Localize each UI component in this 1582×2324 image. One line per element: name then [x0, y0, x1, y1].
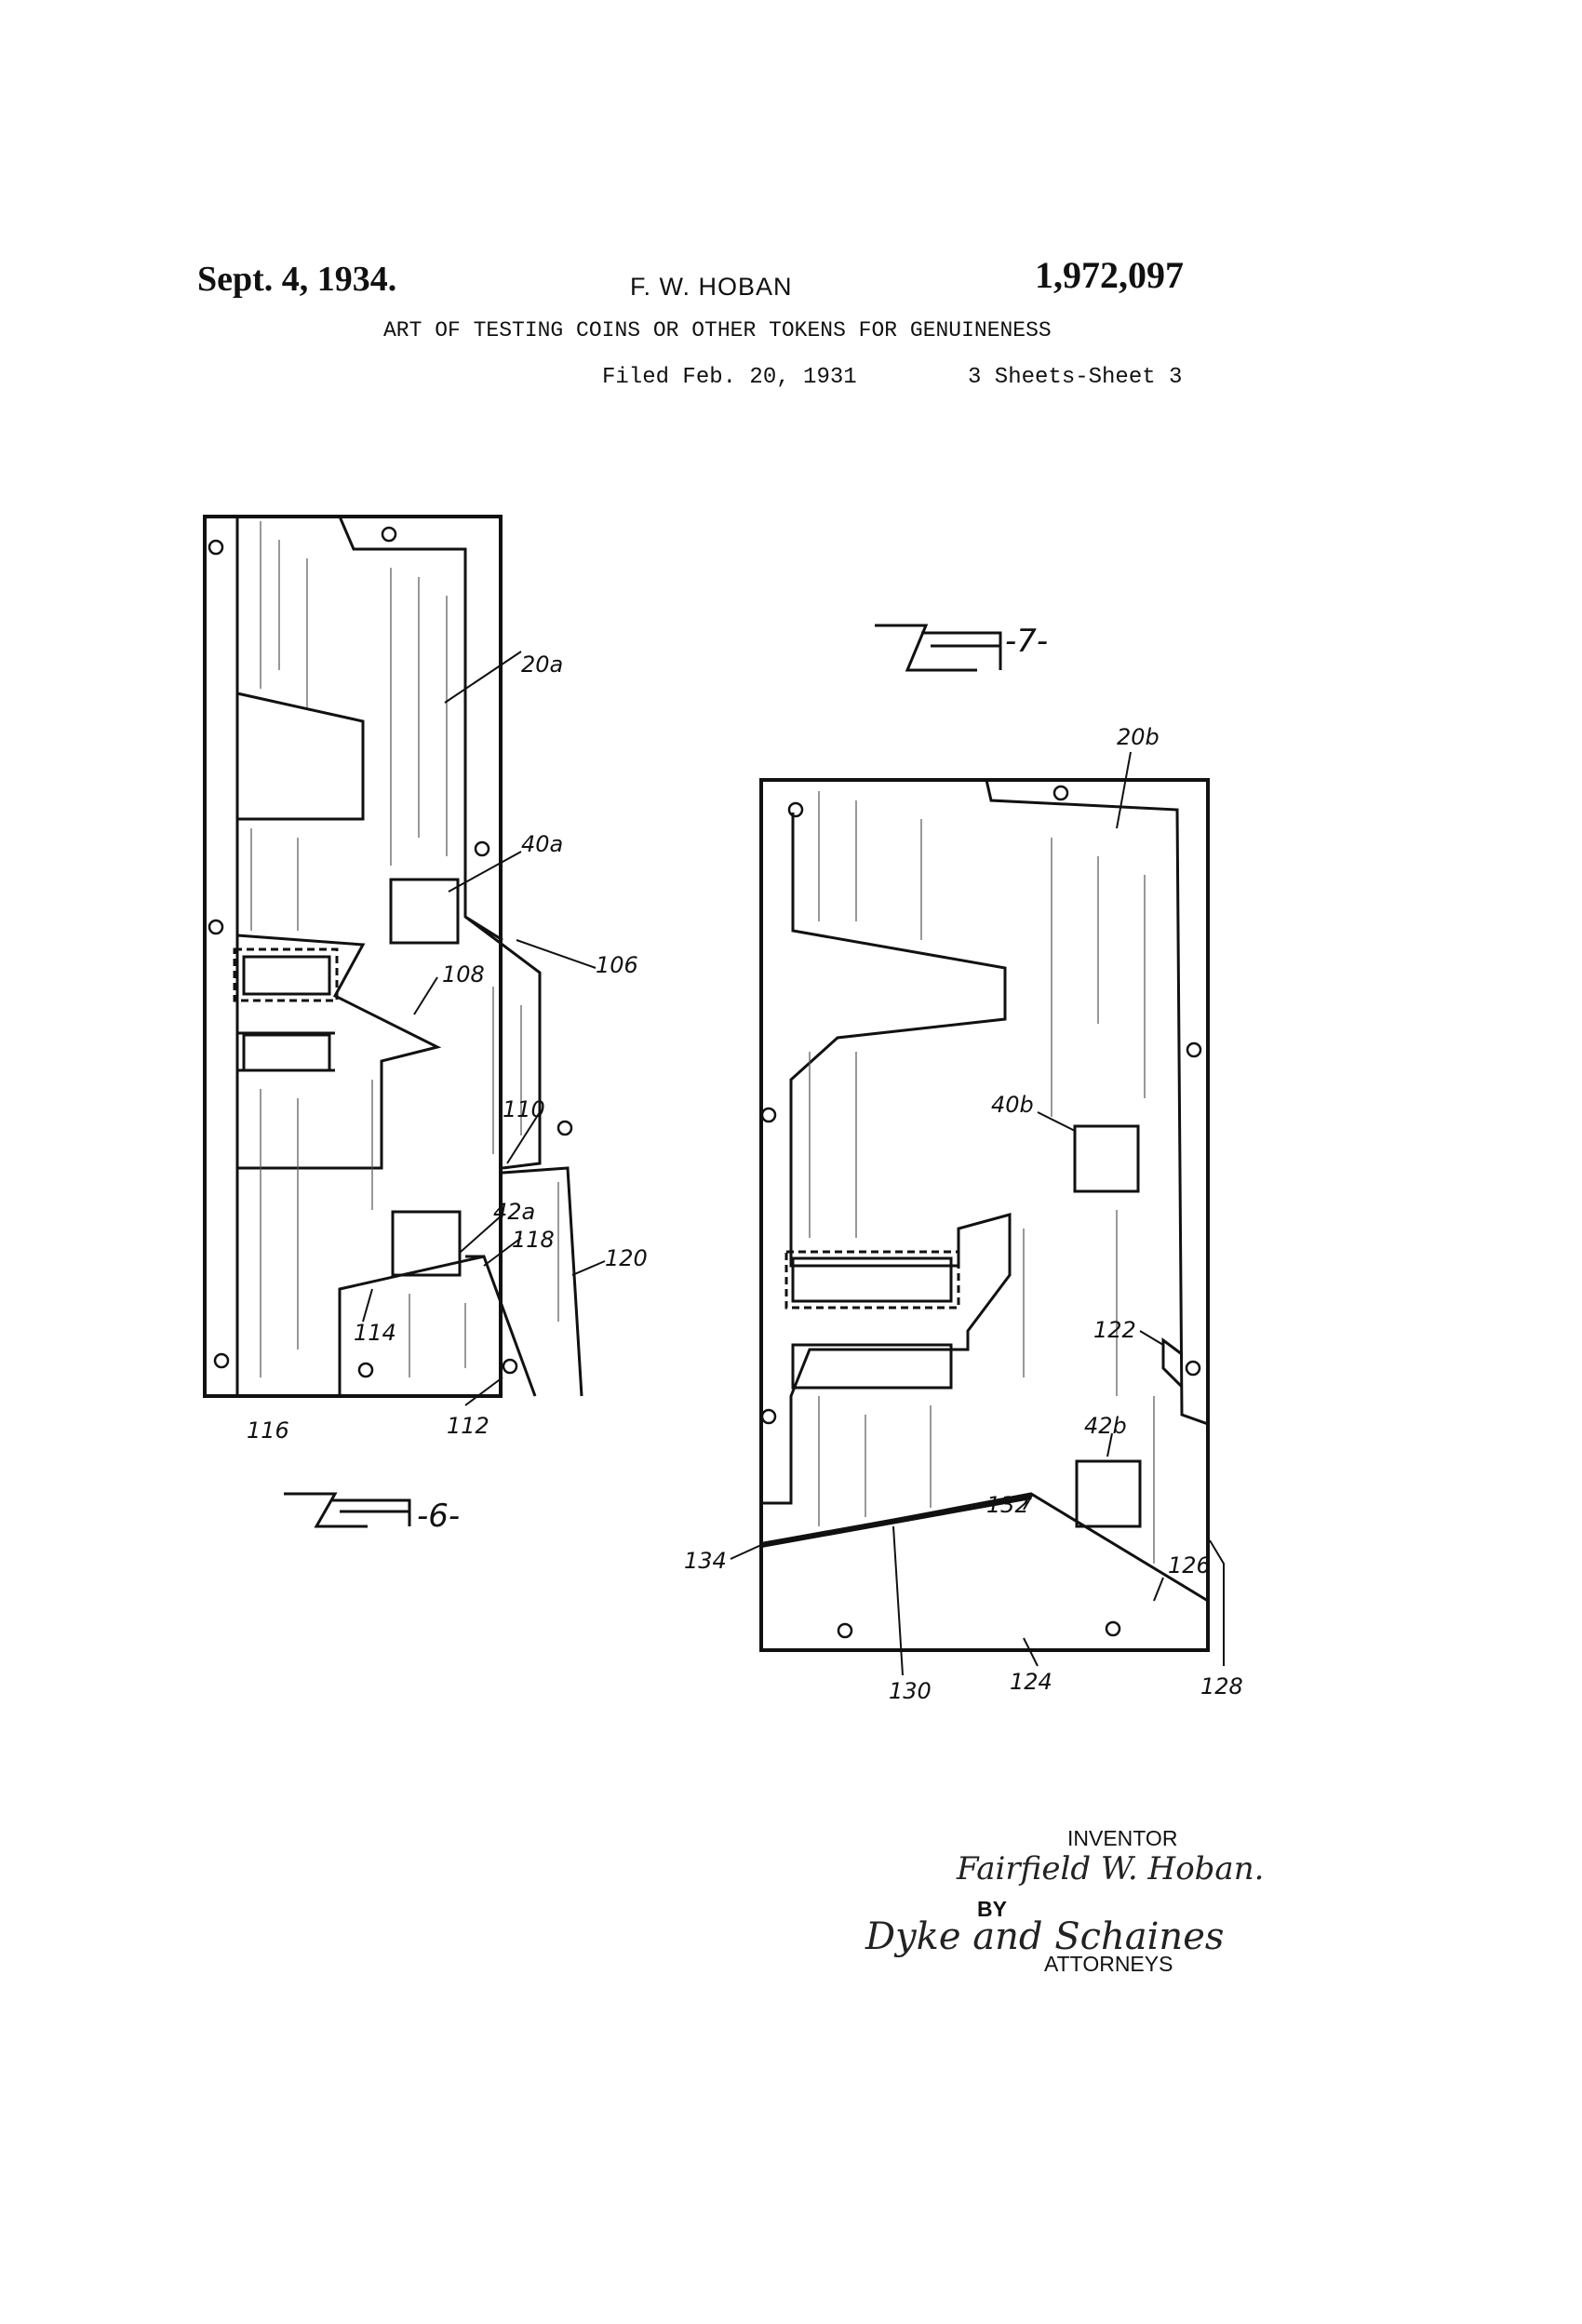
ref-120: 120 — [605, 1245, 648, 1271]
figure-7-refs: 20b 40b 122 42b 132 134 126 128 130 124 — [684, 724, 1243, 1704]
fig7-label-glyph — [875, 624, 1002, 672]
ref-132: 132 — [986, 1492, 1029, 1518]
fig6-channel-left — [235, 517, 442, 1396]
figure-7-label: -7- — [875, 623, 1048, 672]
fig6-sensor-42a — [391, 1210, 462, 1277]
ref-112: 112 — [447, 1413, 489, 1439]
ref-108: 108 — [442, 961, 485, 987]
fig6-hatching — [250, 521, 559, 1377]
patent-inventor: F. W. HOBAN — [630, 273, 793, 301]
ref-20a: 20a — [521, 652, 563, 678]
fig7-hatching — [809, 791, 1155, 1564]
patent-number: 1,972,097 — [1035, 254, 1184, 296]
inventor-label: INVENTOR — [1067, 1826, 1178, 1850]
ref-106: 106 — [596, 952, 638, 978]
by-label: BY — [977, 1897, 1007, 1921]
fig7-magnet-upper — [791, 1256, 953, 1303]
ref-42a: 42a — [493, 1199, 535, 1225]
fig6-label-text: -6- — [417, 1498, 460, 1535]
fig7-channel-right — [985, 779, 1209, 1426]
ref-118: 118 — [512, 1227, 555, 1253]
ref-134: 134 — [684, 1548, 727, 1574]
figure-6-drawing — [203, 515, 606, 1406]
fig6-magnet-upper — [242, 955, 331, 996]
fig7-label-text: -7- — [1005, 623, 1048, 660]
fig6-magnet-lower — [242, 1033, 331, 1072]
fig6-bottom-wedge — [338, 1255, 537, 1397]
ref-42b: 42b — [1084, 1413, 1127, 1439]
ref-20b: 20b — [1117, 724, 1160, 750]
ref-114: 114 — [354, 1320, 396, 1346]
inventor-signature: Fairfield W. Hoban. — [957, 1850, 1265, 1887]
ref-130: 130 — [889, 1678, 932, 1704]
ref-116: 116 — [247, 1417, 289, 1444]
fig7-sensor-40b — [1073, 1124, 1140, 1193]
fig6-leader-lines — [362, 651, 606, 1406]
fig7-leader-lines — [730, 751, 1225, 1676]
fig7-deflector-strip-130 — [760, 1494, 1032, 1548]
ref-128: 128 — [1200, 1673, 1243, 1699]
fig6-label-glyph — [284, 1492, 411, 1528]
attorney-signature: Dyke and Schaines — [865, 1915, 1225, 1958]
fig7-right-notch — [1161, 1337, 1184, 1389]
attorneys-label: ATTORNEYS — [1044, 1952, 1173, 1976]
fig6-mounting-holes — [208, 526, 573, 1378]
fig6-outer-plate — [203, 515, 503, 1398]
fig7-magnet-lower — [791, 1343, 953, 1390]
fig7-outer-plate — [759, 778, 1210, 1652]
fig6-right-edge-line — [502, 1166, 583, 1397]
figure-7-drawing — [730, 751, 1225, 1676]
patent-date: Sept. 4, 1934. — [197, 260, 397, 299]
ref-40a: 40a — [521, 831, 563, 857]
filed-date: Filed Feb. 20, 1931 — [602, 365, 857, 390]
figure-6-label: -6- — [284, 1492, 460, 1535]
fig7-magnet-upper-dashed — [784, 1250, 960, 1310]
ref-110: 110 — [503, 1096, 545, 1122]
fig7-channel-left — [761, 813, 1012, 1505]
fig6-sensor-40a — [389, 878, 460, 945]
ref-126: 126 — [1168, 1552, 1211, 1578]
ref-40b: 40b — [991, 1092, 1034, 1118]
fig7-mounting-holes — [760, 785, 1202, 1639]
fig7-sensor-42b — [1075, 1459, 1142, 1528]
fig6-channel-right — [338, 516, 542, 1170]
ref-124: 124 — [1010, 1669, 1052, 1695]
fig6-magnet-upper-dashed — [233, 947, 339, 1002]
patent-title: ART OF TESTING COINS OR OTHER TOKENS FOR… — [383, 318, 1052, 343]
ref-122: 122 — [1093, 1317, 1136, 1343]
figure-6-refs: 20a 40a 106 108 110 42a 118 120 114 112 … — [247, 652, 648, 1444]
sheet-count: 3 Sheets-Sheet 3 — [968, 365, 1183, 390]
